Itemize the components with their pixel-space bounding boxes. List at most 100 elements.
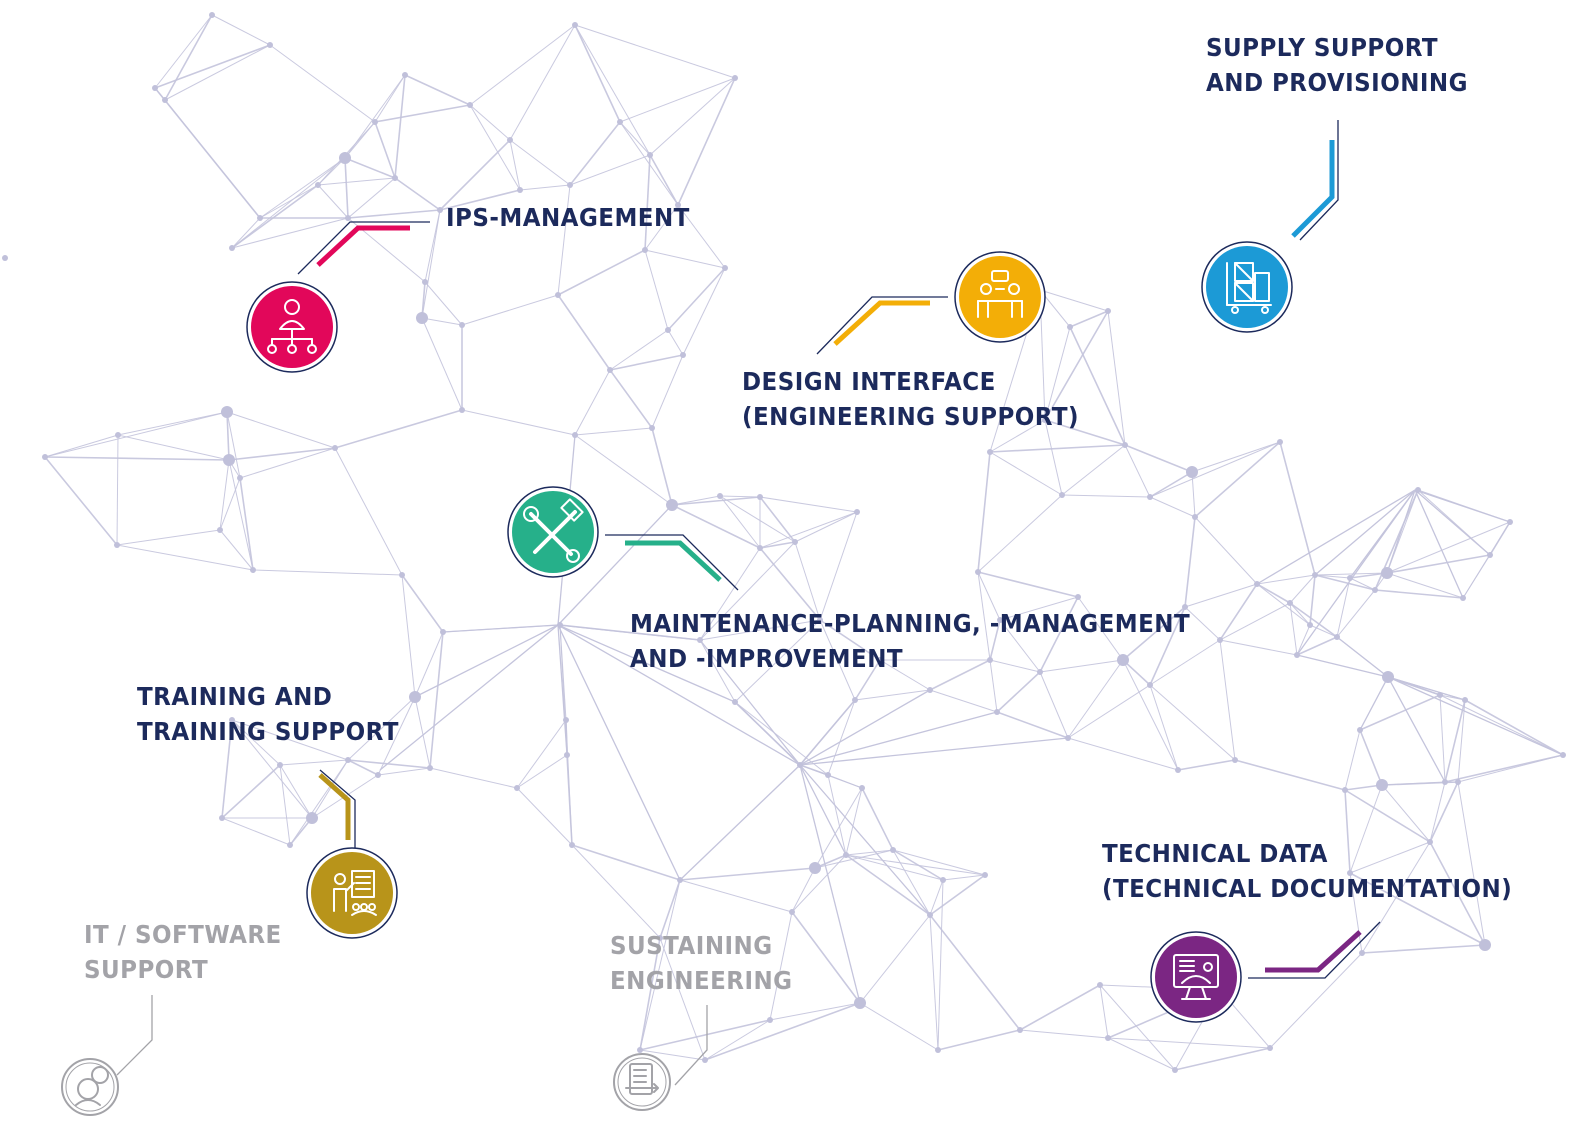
network-node (555, 292, 561, 298)
label-line: DESIGN INTERFACE (742, 367, 996, 396)
network-node (1192, 514, 1198, 520)
network-edge (1462, 521, 1511, 599)
network-edge (344, 157, 349, 219)
network-edge (845, 854, 986, 876)
monitor-documentation-icon (1150, 931, 1242, 1023)
network-edge (651, 427, 673, 506)
network-edge (1429, 841, 1486, 946)
network-node (1172, 1067, 1178, 1073)
training-connector-thin (319, 769, 356, 850)
network-edge (861, 787, 894, 851)
network-edge (317, 184, 349, 219)
network-node (877, 657, 883, 663)
network-edge (1234, 759, 1346, 791)
network-edge (794, 541, 821, 621)
network-edge (469, 104, 511, 141)
network-edge (429, 631, 444, 769)
network-edge (791, 911, 861, 1004)
network-edge (1386, 521, 1511, 574)
network-edge (421, 209, 441, 319)
network-edge (1174, 1047, 1271, 1071)
network-edge (989, 451, 1063, 496)
network-edge (799, 689, 931, 766)
network-edge (401, 574, 416, 698)
technical-data-connector-thin (1248, 921, 1381, 979)
ips-management-connector-thin (297, 221, 430, 275)
network-edge (1122, 606, 1186, 661)
network-edge (619, 77, 736, 123)
network-node (1342, 787, 1348, 793)
technical-data-connector-accent (1265, 930, 1362, 973)
network-edge (1309, 624, 1338, 638)
label-line: AND -IMPROVEMENT (630, 644, 904, 673)
network-node (1186, 466, 1198, 478)
network-edge (1044, 326, 1071, 421)
network-edge (1099, 984, 1109, 1039)
network-edge (557, 249, 646, 296)
network-edge (1444, 699, 1466, 783)
network-edge (574, 369, 611, 436)
network-node (1427, 839, 1433, 845)
network-node (1307, 622, 1313, 628)
network-edge (1279, 441, 1316, 576)
label-line: TRAINING SUPPORT (137, 717, 399, 746)
network-node (567, 182, 573, 188)
network-edge (1349, 872, 1486, 946)
network-edge (164, 44, 271, 101)
network-edge (759, 541, 796, 549)
network-edge (226, 411, 230, 461)
network-node (437, 207, 443, 213)
network-node (217, 527, 223, 533)
topic-circles (61, 241, 1293, 1116)
network-edge (1099, 984, 1176, 1071)
label-line: MAINTENANCE-PLANNING, -MANAGEMENT (630, 609, 1191, 638)
network-edge (1361, 944, 1486, 954)
network-node (1075, 594, 1081, 600)
network-node (569, 842, 575, 848)
warehouse-boxes-cart-icon (1201, 241, 1293, 333)
network-edge (942, 874, 986, 881)
network-edge (1414, 489, 1511, 523)
network-edge (221, 719, 233, 819)
network-edge (221, 817, 291, 846)
network-edge (659, 879, 681, 939)
network-node (267, 42, 273, 48)
network-edge (699, 619, 821, 641)
network-node (657, 935, 663, 941)
network-edge (344, 157, 396, 179)
network-node (427, 765, 433, 771)
network-edge (769, 1002, 861, 1021)
network-node (1376, 779, 1388, 791)
maintenance-label: MAINTENANCE-PLANNING, -MANAGEMENT AND -I… (630, 606, 1190, 676)
network-edge (374, 121, 396, 179)
network-edge (574, 24, 736, 79)
network-edge (394, 74, 406, 179)
network-node (563, 717, 569, 723)
network-edge (164, 99, 261, 219)
network-edge (1349, 572, 1388, 579)
network-edge (1107, 1037, 1271, 1049)
network-edge (845, 787, 863, 856)
network-edge (1414, 489, 1464, 599)
network-node (514, 785, 520, 791)
network-edge (1107, 1037, 1176, 1071)
network-edge (1386, 554, 1491, 574)
network-edge (639, 879, 681, 1051)
network-node (1267, 1045, 1273, 1051)
network-edge (734, 701, 829, 776)
network-edge (819, 619, 856, 701)
network-edge (977, 494, 1063, 573)
network-node (209, 12, 215, 18)
network-edge (649, 77, 736, 156)
network-edge (671, 496, 761, 506)
network-edge (1314, 574, 1376, 591)
network-edge (937, 879, 944, 1051)
network-edge (164, 14, 213, 101)
network-edge (429, 767, 518, 789)
network-edge (421, 317, 463, 411)
network-edge (1077, 596, 1124, 661)
network-node (817, 617, 823, 623)
network-node (572, 22, 578, 28)
network-edge (1256, 583, 1311, 626)
network-node (315, 182, 321, 188)
